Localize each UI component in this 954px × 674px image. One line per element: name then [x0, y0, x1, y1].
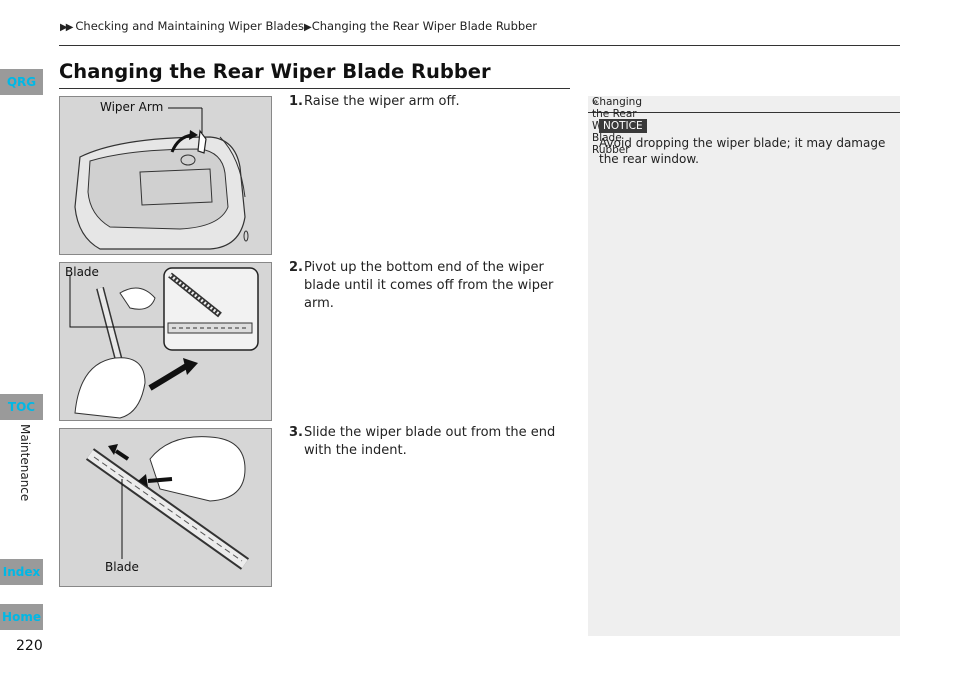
figure-label-blade-bottom: Blade	[105, 560, 139, 574]
notice-badge: NOTICE	[599, 119, 647, 133]
step-1: 1. Raise the wiper arm off.	[289, 93, 574, 111]
figure-slide-blade-out: Blade	[59, 428, 272, 587]
figure-label-wiper-arm: Wiper Arm	[98, 100, 166, 114]
breadcrumb-arrows-icon: ▶▶	[60, 22, 73, 33]
side-note-panel: »Changing the Rear Wiper Blade Rubber NO…	[588, 96, 900, 636]
step-text: Slide the wiper blade out from the end w…	[304, 425, 556, 458]
blade-slide-illustration	[85, 436, 250, 570]
tab-home[interactable]: Home	[0, 604, 43, 630]
step-text: Pivot up the bottom end of the wiper bla…	[304, 260, 554, 311]
figure-label-blade-top: Blade	[65, 265, 99, 279]
tab-toc[interactable]: TOC	[0, 394, 43, 420]
side-chapter-text: Maintenance	[18, 424, 32, 502]
step-2: 2. Pivot up the bottom end of the wiper …	[289, 259, 574, 313]
blade-pivot-illustration	[69, 267, 259, 419]
notice-text: Avoid dropping the wiper blade; it may d…	[599, 136, 886, 166]
breadcrumb-separator-icon: ▶	[304, 22, 312, 33]
tab-index[interactable]: Index	[0, 559, 43, 585]
step-number: 1.	[289, 94, 303, 109]
figure-pivot-blade: Blade	[59, 262, 272, 421]
step-number: 3.	[289, 425, 303, 440]
side-note-title: Changing the Rear Wiper Blade Rubber	[592, 96, 642, 156]
side-chapter-label: Maintenance	[8, 424, 38, 514]
page-title: Changing the Rear Wiper Blade Rubber	[59, 60, 491, 83]
step-3: 3. Slide the wiper blade out from the en…	[289, 424, 574, 460]
reference-icon: »	[592, 96, 599, 108]
car-rear-illustration	[74, 107, 249, 250]
header-divider	[59, 45, 900, 46]
step-number: 2.	[289, 260, 303, 275]
figure-raise-wiper-arm: Wiper Arm	[59, 96, 272, 255]
breadcrumb: ▶▶Checking and Maintaining Wiper Blades▶…	[60, 19, 537, 33]
tab-qrg[interactable]: QRG	[0, 69, 43, 95]
step-text: Raise the wiper arm off.	[304, 94, 460, 109]
side-note-heading: »Changing the Rear Wiper Blade Rubber	[588, 96, 900, 156]
page-number: 220	[16, 638, 43, 654]
breadcrumb-link-section[interactable]: Checking and Maintaining Wiper Blades	[75, 19, 304, 33]
breadcrumb-current-page: Changing the Rear Wiper Blade Rubber	[311, 19, 538, 33]
title-divider	[59, 88, 570, 89]
